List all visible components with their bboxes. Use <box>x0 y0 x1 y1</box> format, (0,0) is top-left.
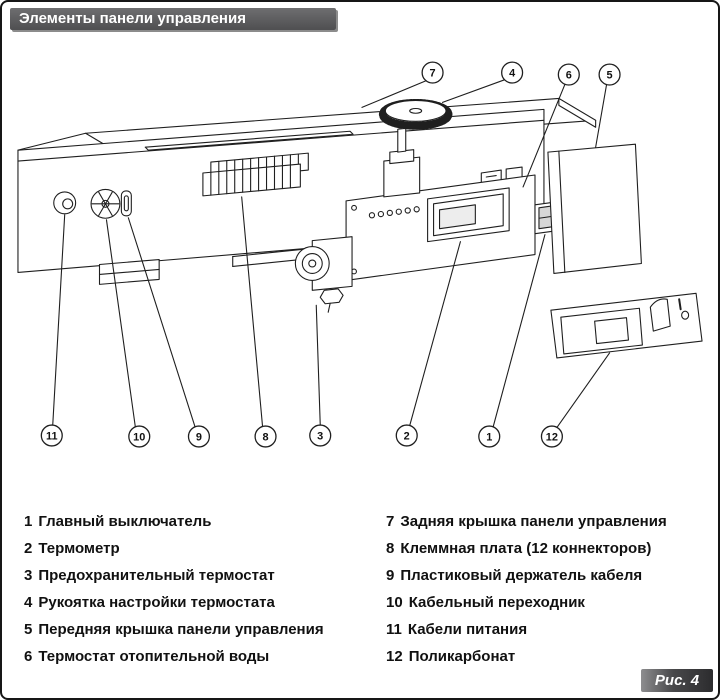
callout-8-number: 8 <box>263 431 269 443</box>
callout-2-number: 2 <box>404 430 410 442</box>
thermostat-knob <box>378 98 453 130</box>
legend-item-2: 2 Термометр <box>24 535 324 562</box>
callout-7-number: 7 <box>430 68 436 80</box>
callout-3-number: 3 <box>317 430 323 442</box>
legend-item-number: 7 <box>386 513 395 530</box>
legend-item-label: Предохранительный термостат <box>38 567 275 584</box>
callout-2: 2 <box>395 241 461 447</box>
legend-item-number: 2 <box>24 540 33 557</box>
legend-item-number: 6 <box>24 648 33 665</box>
callout-11: 11 <box>40 214 66 447</box>
legend-item-4: 4 Рукоятка настройки термостата <box>24 589 324 616</box>
legend-item-label: Кабели питания <box>407 621 528 638</box>
polycarbonate-sticker <box>550 292 703 359</box>
legend: 1 Главный выключатель 2 Термометр 3 Предохр… <box>2 508 718 674</box>
callout-1: 1 <box>478 234 546 448</box>
legend-column-left: 1 Главный выключатель 2 Термометр 3 Предохр… <box>24 508 324 670</box>
led-indicators <box>368 206 420 219</box>
legend-item-number: 3 <box>24 567 33 584</box>
cable-holder <box>120 190 132 217</box>
safety-thermostat <box>294 236 353 313</box>
legend-item-label: Передняя крышка панели управления <box>38 621 324 638</box>
callout-10-number: 10 <box>133 431 145 443</box>
legend-item-number: 12 <box>386 648 403 665</box>
legend-item-label: Задняя крышка панели управления <box>400 513 667 530</box>
callout-7: 7 <box>361 61 444 108</box>
legend-item-3: 3 Предохранительный термостат <box>24 562 324 589</box>
legend-item-label: Пластиковый держатель кабеля <box>400 567 643 584</box>
legend-item-label: Рукоятка настройки термостата <box>38 594 275 611</box>
callout-1-number: 1 <box>486 431 492 443</box>
legend-item-number: 8 <box>386 540 395 557</box>
legend-item-12: 12 Поликарбонат <box>386 643 667 670</box>
thermometer-display <box>427 187 510 243</box>
legend-item-label: Термометр <box>38 540 120 557</box>
cable-adapter <box>90 188 121 219</box>
legend-item-number: 5 <box>24 621 33 638</box>
callout-5: 5 <box>595 63 621 148</box>
power-cable-grommet <box>53 191 77 215</box>
callout-11-number: 11 <box>46 430 58 442</box>
callout-5-number: 5 <box>607 70 613 82</box>
figure-label: Рис. 4 <box>654 672 700 689</box>
legend-item-label: Клеммная плата (12 коннекторов) <box>400 540 652 557</box>
callout-9-number: 9 <box>196 431 202 443</box>
callout-12: 12 <box>540 352 611 448</box>
legend-item-11: 11 Кабели питания <box>386 616 667 643</box>
legend-item-label: Поликарбонат <box>408 648 516 665</box>
legend-item-10: 10 Кабельный переходник <box>386 589 667 616</box>
legend-column-right: 7 Задняя крышка панели управления 8 Клеммн… <box>386 508 667 670</box>
legend-item-number: 10 <box>386 594 403 611</box>
legend-item-number: 9 <box>386 567 395 584</box>
callout-10: 10 <box>105 219 151 448</box>
figure-label-banner: Рис. 4 <box>641 669 713 692</box>
legend-item-8: 8 Клеммная плата (12 коннекторов) <box>386 535 667 562</box>
legend-item-7: 7 Задняя крышка панели управления <box>386 508 667 535</box>
terminal-board <box>202 152 309 197</box>
legend-item-label: Термостат отопительной воды <box>38 648 270 665</box>
front-cover <box>547 143 642 274</box>
legend-item-9: 9 Пластиковый держатель кабеля <box>386 562 667 589</box>
legend-item-5: 5 Передняя крышка панели управления <box>24 616 324 643</box>
callout-9: 9 <box>127 217 211 448</box>
callout-6-number: 6 <box>566 70 572 82</box>
callout-8: 8 <box>241 196 277 448</box>
legend-item-label: Главный выключатель <box>38 513 212 530</box>
callout-12-number: 12 <box>546 431 558 443</box>
legend-item-number: 4 <box>24 594 33 611</box>
callout-4: 4 <box>441 61 524 103</box>
section-title-banner: Элементы панели управления <box>10 8 336 30</box>
legend-item-number: 1 <box>24 513 33 530</box>
legend-item-1: 1 Главный выключатель <box>24 508 324 535</box>
legend-item-6: 6 Термостат отопительной воды <box>24 643 324 670</box>
heating-water-thermostat <box>383 127 421 198</box>
callout-4-number: 4 <box>509 68 516 80</box>
legend-item-number: 11 <box>386 621 402 638</box>
legend-item-label: Кабельный переходник <box>408 594 585 611</box>
section-title: Элементы панели управления <box>19 10 246 27</box>
callout-3: 3 <box>309 304 332 447</box>
callout-6: 6 <box>522 63 580 188</box>
